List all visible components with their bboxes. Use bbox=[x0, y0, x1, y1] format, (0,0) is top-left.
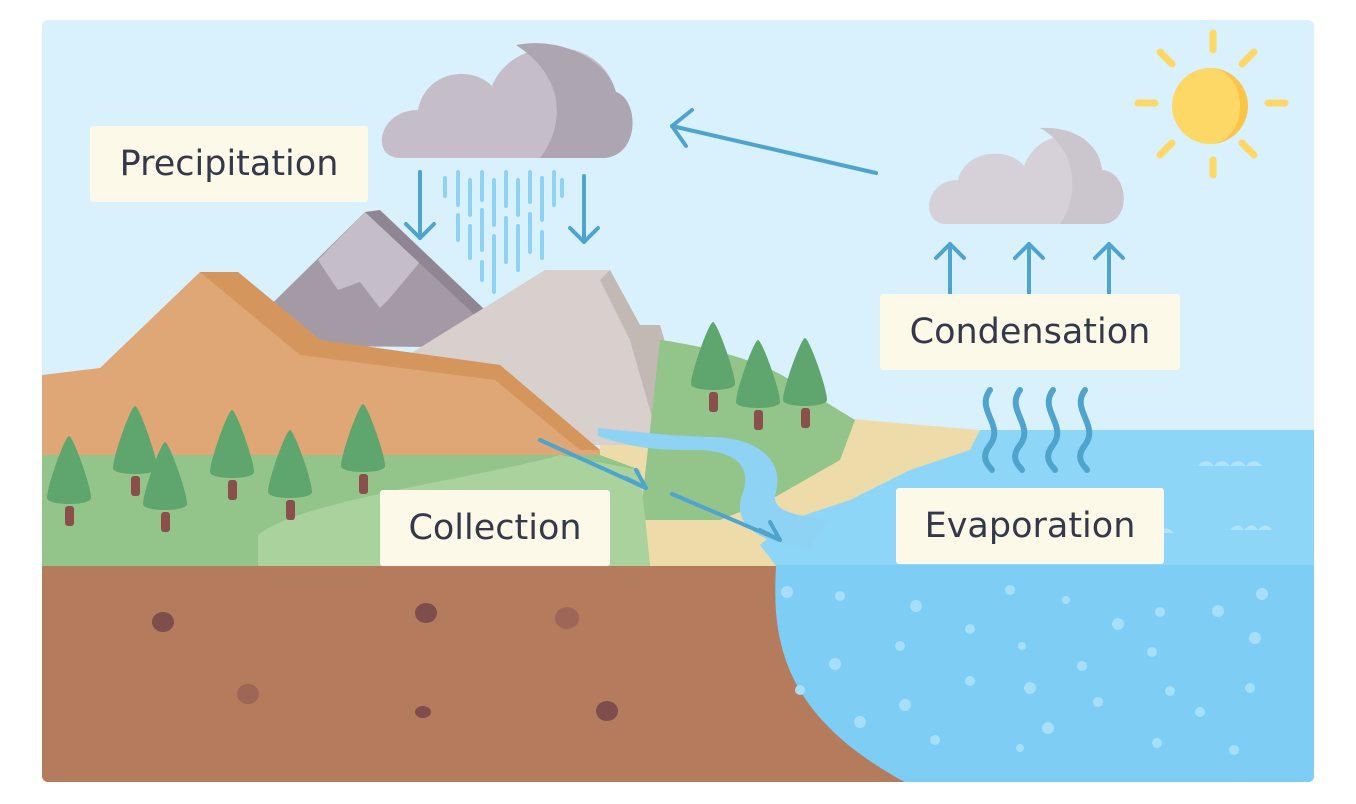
label-precipitation: Precipitation bbox=[90, 126, 368, 202]
arrow-precip-left bbox=[404, 170, 436, 240]
sea-deep bbox=[760, 565, 1314, 782]
rain-cloud-icon bbox=[381, 43, 633, 158]
soil-rocks bbox=[152, 603, 618, 721]
label-evaporation: Evaporation bbox=[896, 488, 1164, 564]
cycle-arrows bbox=[404, 108, 1125, 542]
river bbox=[598, 428, 830, 548]
arrow-precip-right bbox=[568, 174, 600, 244]
sea-bubbles bbox=[781, 585, 1268, 755]
evaporation-waves bbox=[982, 387, 1093, 473]
label-collection: Collection bbox=[380, 490, 610, 566]
rain-streaks bbox=[443, 170, 564, 294]
arrow-condense-3 bbox=[1093, 242, 1125, 296]
arrow-runoff-1 bbox=[538, 438, 648, 490]
label-condensation: Condensation bbox=[880, 294, 1180, 370]
soil bbox=[42, 566, 920, 782]
arrow-condensation-to-cloud bbox=[670, 108, 878, 175]
arrow-condense-2 bbox=[1013, 242, 1045, 296]
condensation-cloud-icon bbox=[929, 127, 1124, 224]
sun-icon bbox=[1134, 29, 1289, 179]
hill-orange bbox=[42, 272, 600, 470]
arrow-condense-1 bbox=[934, 242, 966, 296]
arrow-runoff-2 bbox=[670, 492, 782, 542]
